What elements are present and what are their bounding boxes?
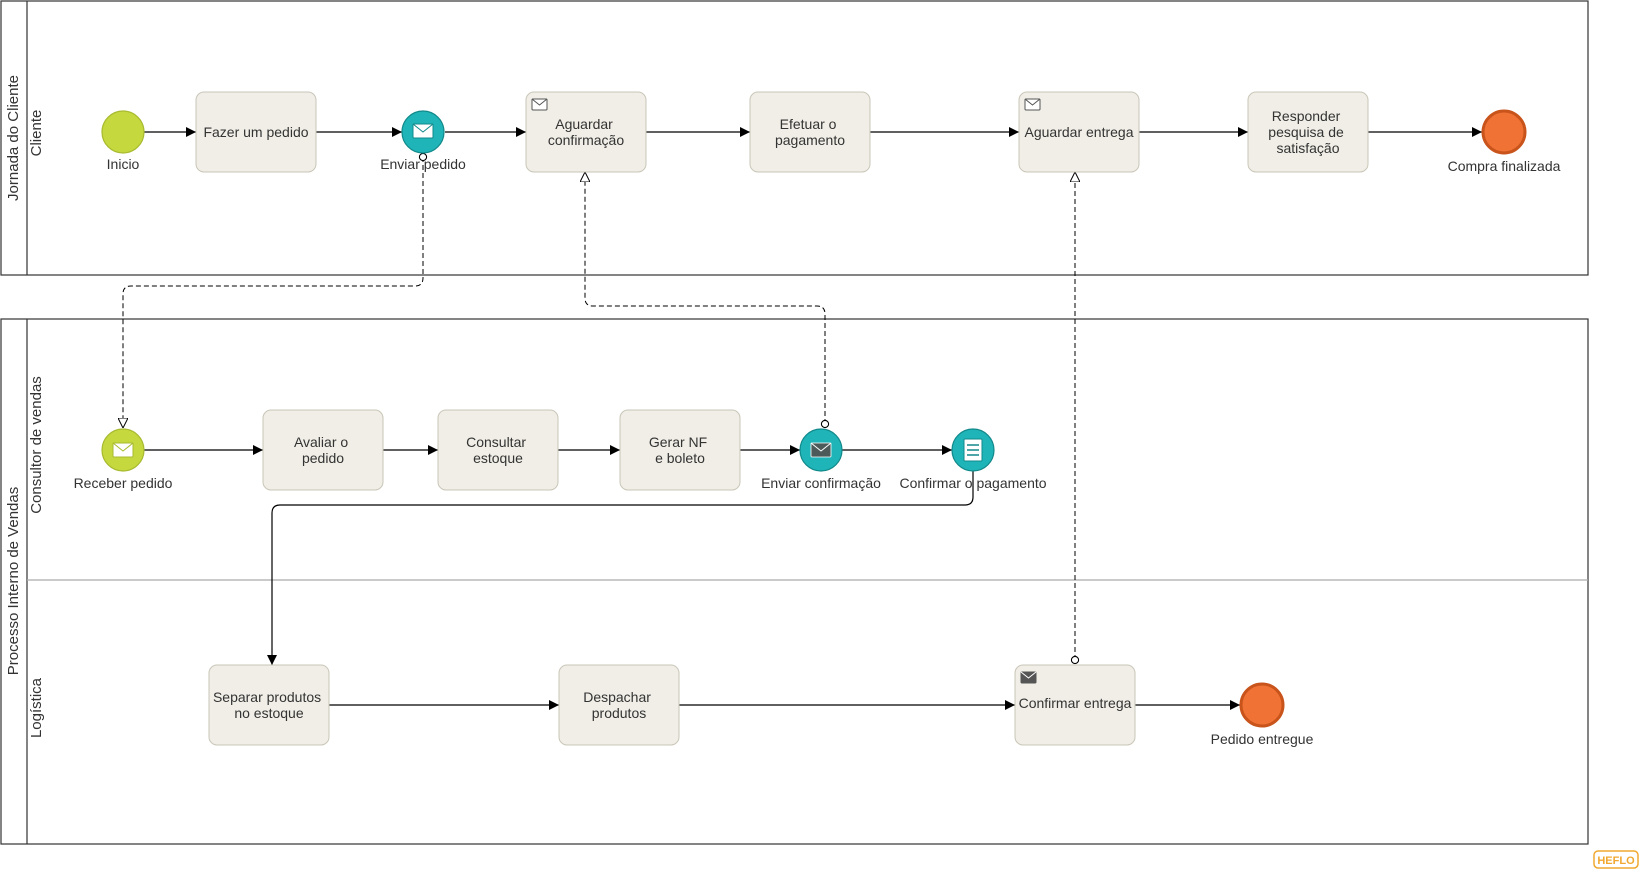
svg-text:Consultar estoque: Consultar estoque (466, 434, 530, 466)
lane-cliente-title: Cliente (28, 110, 45, 157)
svg-text:Fazer um pedido: Fazer um pedido (203, 124, 308, 140)
task-efetuar-pagamento[interactable]: Efetuar o pagamento (749, 91, 871, 173)
task-efetuar-pagamento-line-1: Efetuar o (780, 116, 837, 132)
task-aguardar-confirmacao-line-2: confirmação (548, 132, 624, 148)
svg-text:Aguardar entrega: Aguardar entrega (1025, 124, 1134, 140)
svg-text:Separar produtos no esto: Separar produtos no estoque (213, 689, 325, 721)
envelope-icon-flap (412, 123, 434, 133)
lane-consultant-title: Consultor de vendas (28, 376, 45, 514)
message-flow-pedido[interactable] (123, 157, 423, 428)
task-gerar-nf-line-2: e boleto (655, 450, 705, 466)
event-compra-finalizada-label: Compra finalizada (1448, 158, 1561, 174)
task-responder-pesquisa-line-2: pesquisa de (1268, 124, 1344, 140)
task-separar-produtos-line-2: no estoque (234, 705, 303, 721)
envelope-icon-flap (1024, 98, 1041, 106)
event-inicio-label: Inicio (107, 156, 140, 172)
envelope-icon-flap (810, 442, 832, 452)
task-aguardar-confirmacao[interactable]: Aguardar confirmação (525, 91, 647, 173)
envelope-icon-flap (112, 442, 134, 452)
svg-text:Gerar NF e boleto: Gerar NF e boleto (649, 434, 711, 466)
task-separar-produtos-line-1: Separar produtos (213, 689, 321, 705)
task-despachar-produtos-line-1: Despachar (583, 689, 651, 705)
envelope-icon-flap (1020, 671, 1037, 679)
heflo-logo: HEFLO (1593, 850, 1639, 869)
task-consultar-estoque[interactable]: Consultar estoque (437, 409, 559, 491)
svg-text:Despachar produtos: Despachar produtos (583, 689, 655, 721)
task-fazer-pedido-line-1: Fazer um pedido (203, 124, 308, 140)
task-avaliar-pedido[interactable]: Avaliar o pedido (262, 409, 384, 491)
task-avaliar-pedido-line-2: pedido (302, 450, 344, 466)
task-fazer-pedido[interactable]: Fazer um pedido (195, 91, 317, 173)
heflo-logo-text: HEFLO (1597, 855, 1635, 867)
envelope-icon-flap (531, 98, 548, 106)
event-enviar-pedido-label: Enviar pedido (380, 156, 466, 172)
svg-text:Avaliar o pedido: Avaliar o pedido (294, 434, 352, 466)
task-responder-pesquisa-line-1: Responder (1272, 108, 1341, 124)
lane-logistics-title: Logística (28, 677, 45, 738)
event-inicio[interactable]: Inicio (101, 110, 145, 172)
task-consultar-estoque-line-1: Consultar (466, 434, 526, 450)
task-responder-pesquisa[interactable]: Responder pesquisa de satisfação (1247, 91, 1369, 173)
pool-customer-title: Jornada do Cliente (5, 75, 22, 201)
pool-sales-title: Processo Interno de Vendas (5, 487, 22, 675)
event-pedido-entregue[interactable]: Pedido entregue (1211, 682, 1314, 747)
task-efetuar-pagamento-line-2: pagamento (775, 132, 845, 148)
task-despachar-produtos-line-2: produtos (592, 705, 646, 721)
event-confirmar-pagamento-label: Confirmar o pagamento (899, 475, 1046, 491)
task-aguardar-entrega-line-1: Aguardar entrega (1025, 124, 1134, 140)
event-confirmar-pagamento[interactable]: Confirmar o pagamento (899, 428, 1047, 491)
task-gerar-nf[interactable]: Gerar NF e boleto (619, 409, 741, 491)
event-enviar-pedido[interactable]: Enviar pedido (380, 110, 466, 172)
svg-text:Efetuar o pagamento: Efetuar o pagamento (775, 116, 845, 148)
event-enviar-confirmacao[interactable]: Enviar confirmação (761, 428, 881, 491)
event-pedido-entregue-label: Pedido entregue (1211, 731, 1314, 747)
task-confirmar-entrega-line-1: Confirmar entrega (1019, 695, 1132, 711)
message-flow-confirmacao[interactable] (585, 172, 825, 424)
event-receber-pedido[interactable]: Receber pedido (74, 428, 173, 491)
event-enviar-confirmacao-label: Enviar confirmação (761, 475, 881, 491)
task-aguardar-confirmacao-line-1: Aguardar (555, 116, 613, 132)
task-consultar-estoque-line-2: estoque (473, 450, 523, 466)
pool-sales[interactable]: Processo Interno de Vendas Consultor de … (0, 318, 1589, 845)
task-avaliar-pedido-line-1: Avaliar o (294, 434, 348, 450)
svg-text:Confirmar entrega: Confirmar entrega (1019, 695, 1132, 711)
task-despachar-produtos[interactable]: Despachar produtos (558, 664, 680, 746)
message-flows (123, 157, 1075, 660)
task-confirmar-entrega[interactable]: Confirmar entrega (1014, 664, 1136, 746)
svg-text:Responder pesquisa de: Responder pesquisa de satisfação (1268, 108, 1347, 156)
svg-text:Aguardar confirmação: Aguardar confirmação (548, 116, 624, 148)
flow-confirmar-pag-to-separar[interactable] (267, 471, 974, 665)
task-gerar-nf-line-1: Gerar NF (649, 434, 707, 450)
sequence-flows (144, 127, 1482, 710)
event-compra-finalizada[interactable]: Compra finalizada (1448, 109, 1561, 174)
task-responder-pesquisa-line-3: satisfação (1276, 140, 1339, 156)
task-separar-produtos[interactable]: Separar produtos no estoque (208, 664, 330, 746)
task-aguardar-entrega[interactable]: Aguardar entrega (1018, 91, 1140, 173)
event-receber-pedido-label: Receber pedido (74, 475, 173, 491)
